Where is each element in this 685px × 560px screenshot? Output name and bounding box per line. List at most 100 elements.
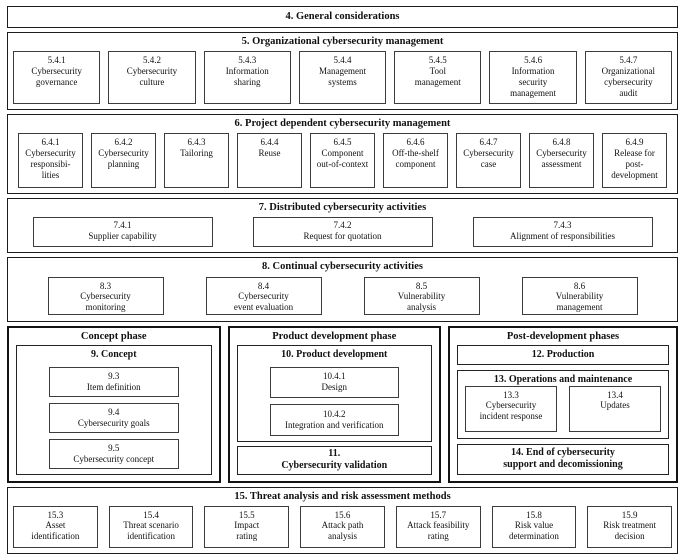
clause-box-6-4-3: 6.4.3 Tailoring [164,133,229,189]
clause-label: Request for quotation [303,231,382,242]
clause-number: 15.7 [430,509,447,520]
clause-box-15-9: 15.9 Risk treatment decision [587,505,673,548]
clause-label: Threat scenario identification [123,520,179,542]
clause-box-5-4-5: 5.4.5 Tool management [394,51,482,105]
clause-label: Attack feasibility rating [407,520,470,542]
clause-label: Integration and verification [285,419,384,430]
clause-label: Tool management [414,65,461,87]
clause-number: 6.4.1 [41,137,60,148]
clause-box-6-4-9: 6.4.9 Release for post- development [602,133,667,189]
clause-label: Attack path analysis [321,520,364,542]
clause-label: Cybersecurity concept [73,453,155,464]
clause-label: Off-the-shelf component [392,148,439,169]
clause-number: 13.3 [503,389,519,400]
clause-box-6-4-4: 6.4.4 Reuse [237,133,302,189]
clause-box-14-end-of-cybersecurity-support: 14. End of cybersecurity support and dec… [457,443,669,475]
clause-number: 10.4.2 [323,408,346,419]
section-title: 8. Continual cybersecurity activities [262,261,423,273]
clause-box-15-3: 15.3 Asset identification [12,505,98,548]
section-general-considerations: 4. General considerations [7,6,678,28]
clause-number: 10.4.1 [323,371,346,382]
clause-number: 9.4 [108,406,120,417]
clause-box-6-4-6: 6.4.6 Off-the-shelf component [383,133,448,189]
clause-number: 8.5 [415,280,428,291]
clause-label: Tailoring [180,148,213,159]
clause-number: 5.4.1 [47,55,66,66]
section-title: 7. Distributed cybersecurity activities [258,202,427,214]
clause-label: Reuse [258,148,281,159]
clause-box-13-4: 13.4 Updates [569,385,661,432]
section-organizational-cybersecurity-management: 5. Organizational cybersecurity manageme… [7,32,678,111]
clause-number: 5.4.5 [428,55,447,66]
clause-label: Cybersecurity culture [126,65,178,87]
clause-label: Cybersecurity event evaluation [233,291,294,313]
clause-box-15-6: 15.6 Attack path analysis [300,505,385,548]
phase-title: Concept phase [80,330,147,342]
clause-label: Impact rating [234,520,260,542]
clause-number: 15.4 [143,509,159,520]
clause-number: 7.4.1 [113,220,132,231]
clause-box-8-3: 8.3 Cybersecurity monitoring [47,276,164,315]
clause-box-15-4: 15.4 Threat scenario identification [108,505,194,548]
clause-box-5-4-6: 5.4.6 Information security management [489,51,577,105]
clause-label: Cybersecurity planning [98,148,149,169]
clause-box-11-cybersecurity-validation: 11. Cybersecurity validation [236,445,432,475]
clause-label: Design [321,382,348,393]
group-product-development: 10. Product development 10.4.1 Design 10… [236,344,432,442]
section-title: 5. Organizational cybersecurity manageme… [241,36,444,47]
clause-label: Vulnerability analysis [397,291,446,313]
clause-box-9-3: 9.3 Item definition [49,366,179,397]
clause-row: 7.4.1 Supplier capability 7.4.2 Request … [8,214,677,252]
clause-number: 6.4.2 [114,137,133,148]
clause-number: 7.4.2 [333,220,352,231]
clause-label: Information sharing [225,65,269,87]
clause-number: 7.4.3 [553,220,572,231]
clause-box-6-4-8: 6.4.8 Cybersecurity assessment [529,133,594,189]
clause-box-6-4-1: 6.4.1 Cybersecurity responsibi- lities [18,133,83,189]
clause-label: Risk treatment decision [603,520,657,542]
clause-box-8-4: 8.4 Cybersecurity event evaluation [205,276,322,315]
clause-row: 5.4.1 Cybersecurity governance 5.4.2 Cyb… [8,48,677,109]
clause-label: Cybersecurity incident response [479,400,543,422]
clause-number: 6.4.5 [333,137,352,148]
clause-number: 8.3 [99,280,112,291]
clause-label: Cybersecurity goals [77,417,150,428]
clause-label: Cybersecurity case [463,148,514,169]
clause-box-8-6: 8.6 Vulnerability management [521,276,638,315]
phase-product-development: Product development phase 10. Product de… [227,325,441,483]
clause-row: 8.3 Cybersecurity monitoring 8.4 Cyberse… [8,274,677,321]
clause-number: 6.4.4 [260,137,279,148]
clause-label: Asset identification [31,520,80,542]
clause-number: 15.5 [238,509,255,520]
section-continual-cybersecurity-activities: 8. Continual cybersecurity activities 8.… [7,257,678,322]
clause-box-7-4-2: 7.4.2 Request for quotation [252,217,433,248]
clause-number: 15.3 [47,509,64,520]
section-distributed-cybersecurity-activities: 7. Distributed cybersecurity activities … [7,198,678,254]
clause-label: Cybersecurity governance [31,65,82,87]
clause-row: 13.3 Cybersecurity incident response 13.… [465,385,661,432]
group-operations-and-maintenance: 13. Operations and maintenance 13.3 Cybe… [457,369,669,439]
group-concept: 9. Concept 9.3 Item definition 9.4 Cyber… [16,344,212,475]
clause-label: Management systems [319,65,366,87]
section-title: 6. Project dependent cybersecurity manag… [234,118,451,130]
clause-label: Updates [600,400,630,411]
clause-box-15-5: 15.5 Impact rating [204,505,290,548]
clause-number: 13.4 [607,389,623,400]
clause-number: 5.4.3 [238,55,257,66]
section-threat-analysis-and-risk-assessment: 15. Threat analysis and risk assessment … [7,486,678,554]
clause-number: 8.6 [573,280,586,291]
clause-box-10-4-1: 10.4.1 Design [269,366,399,398]
clause-number: 5.4.6 [524,55,543,66]
clause-number: 6.4.9 [625,137,644,148]
clause-label: Cybersecurity assessment [536,148,587,169]
clause-label: Release for post- development [611,148,658,180]
clause-number: 5.4.7 [619,55,638,66]
clause-row: 15.3 Asset identification 15.4 Threat sc… [8,503,677,553]
lifecycle-phases-row: Concept phase 9. Concept 9.3 Item defini… [7,325,678,483]
clause-box-8-5: 8.5 Vulnerability analysis [363,276,480,315]
clause-box-6-4-7: 6.4.7 Cybersecurity case [456,133,521,189]
clause-row: 6.4.1 Cybersecurity responsibi- lities 6… [8,130,677,193]
clause-number: 9.5 [108,442,120,453]
clause-number: 5.4.2 [142,55,161,66]
